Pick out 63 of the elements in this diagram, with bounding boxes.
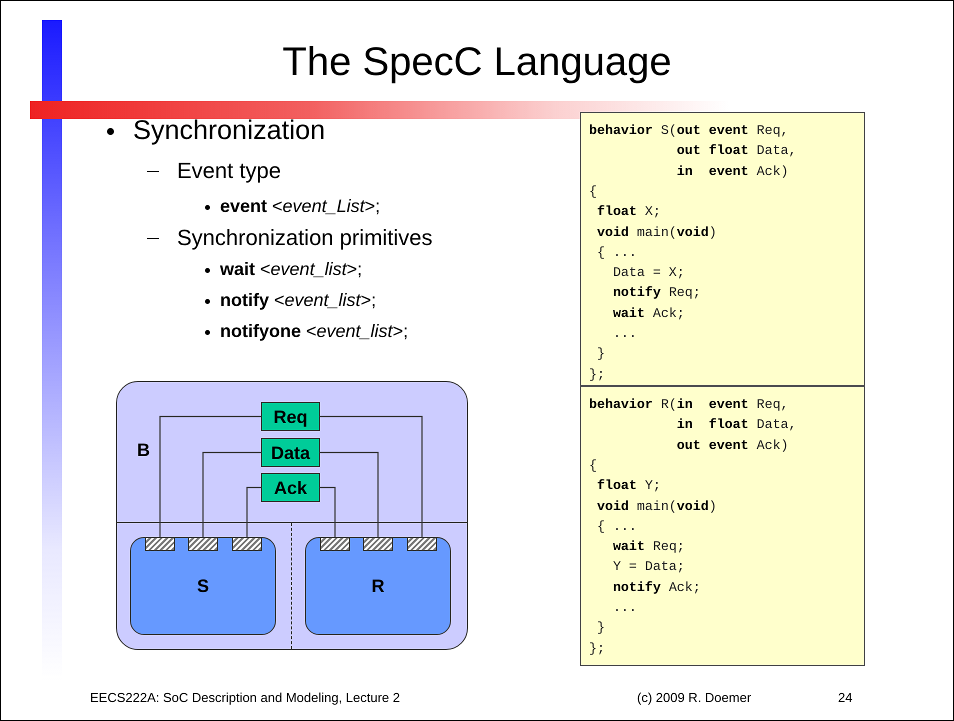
port-box (188, 537, 218, 551)
code-line: notify Req; (612, 284, 701, 302)
bullet-text: Synchronization primitives (177, 225, 433, 251)
code-line: behavior R(in event Req, (589, 396, 789, 414)
bullet-text: Event type (177, 158, 281, 184)
bullet-text: notify <event_list>; (220, 290, 376, 311)
slide-title: The SpecC Language (282, 40, 672, 85)
code-line: } (596, 345, 605, 364)
code-line: in float Data, (676, 416, 797, 434)
connector-line (320, 452, 379, 537)
connector-line (246, 486, 261, 537)
code-line: out float Data, (676, 142, 797, 160)
code-line: void main(void) (596, 498, 717, 516)
code-line: }; (589, 366, 605, 384)
connector-line (320, 416, 423, 537)
port-box (363, 537, 393, 551)
connector-line (320, 486, 336, 537)
node-label: Ack (272, 478, 308, 499)
code-line: { (589, 456, 597, 475)
code-line: void main(void) (596, 224, 717, 242)
channel-box (261, 438, 320, 467)
code-line: { ... (596, 244, 637, 262)
code-line: ... (612, 325, 637, 343)
code-line: wait Req; (612, 538, 685, 556)
page-number: 24 (838, 690, 852, 705)
bullet-text: wait <event_list>; (220, 259, 362, 280)
code-line: } (596, 619, 605, 638)
channel-box (261, 402, 320, 431)
code-line: notify Ack; (612, 578, 701, 597)
code-line: float X; (596, 203, 661, 222)
node-label: Data (270, 443, 312, 464)
node-label: B (137, 440, 150, 461)
node-label: S (196, 576, 210, 597)
footer-text: (c) 2009 R. Doemer (637, 690, 752, 705)
code-line: wait Ack; (612, 304, 685, 323)
port-box (407, 537, 437, 551)
bullet-text: Synchronization (133, 115, 326, 146)
behavior-box (305, 537, 451, 635)
port-box (145, 537, 175, 551)
port-box (320, 537, 350, 551)
port-box (232, 537, 262, 551)
channel-box (261, 473, 320, 502)
code-line: in event Ack) (676, 162, 789, 181)
code-line: behavior S(out event Req, (589, 122, 789, 140)
node-label: Req (272, 407, 308, 428)
code-line: { (589, 182, 597, 201)
code-panel (580, 112, 865, 386)
node-label: R (370, 576, 386, 597)
connector-line (159, 416, 261, 537)
block-box (116, 381, 468, 650)
bullet-text: notifyone <event_list>; (220, 321, 408, 342)
connector-line (202, 452, 261, 537)
code-line: ... (612, 599, 637, 617)
code-line: Y = Data; (612, 558, 685, 576)
bullet-text: event <event_List>; (220, 196, 380, 217)
behavior-box (130, 537, 276, 635)
footer-text: EECS222A: SoC Description and Modeling, Lecture 2 (90, 690, 400, 705)
code-line: { ... (596, 518, 637, 536)
code-line: out event Ack) (676, 436, 789, 455)
code-panel (580, 386, 865, 666)
code-line: }; (589, 640, 605, 658)
code-line: float Y; (596, 477, 661, 496)
code-line: Data = X; (612, 264, 685, 282)
